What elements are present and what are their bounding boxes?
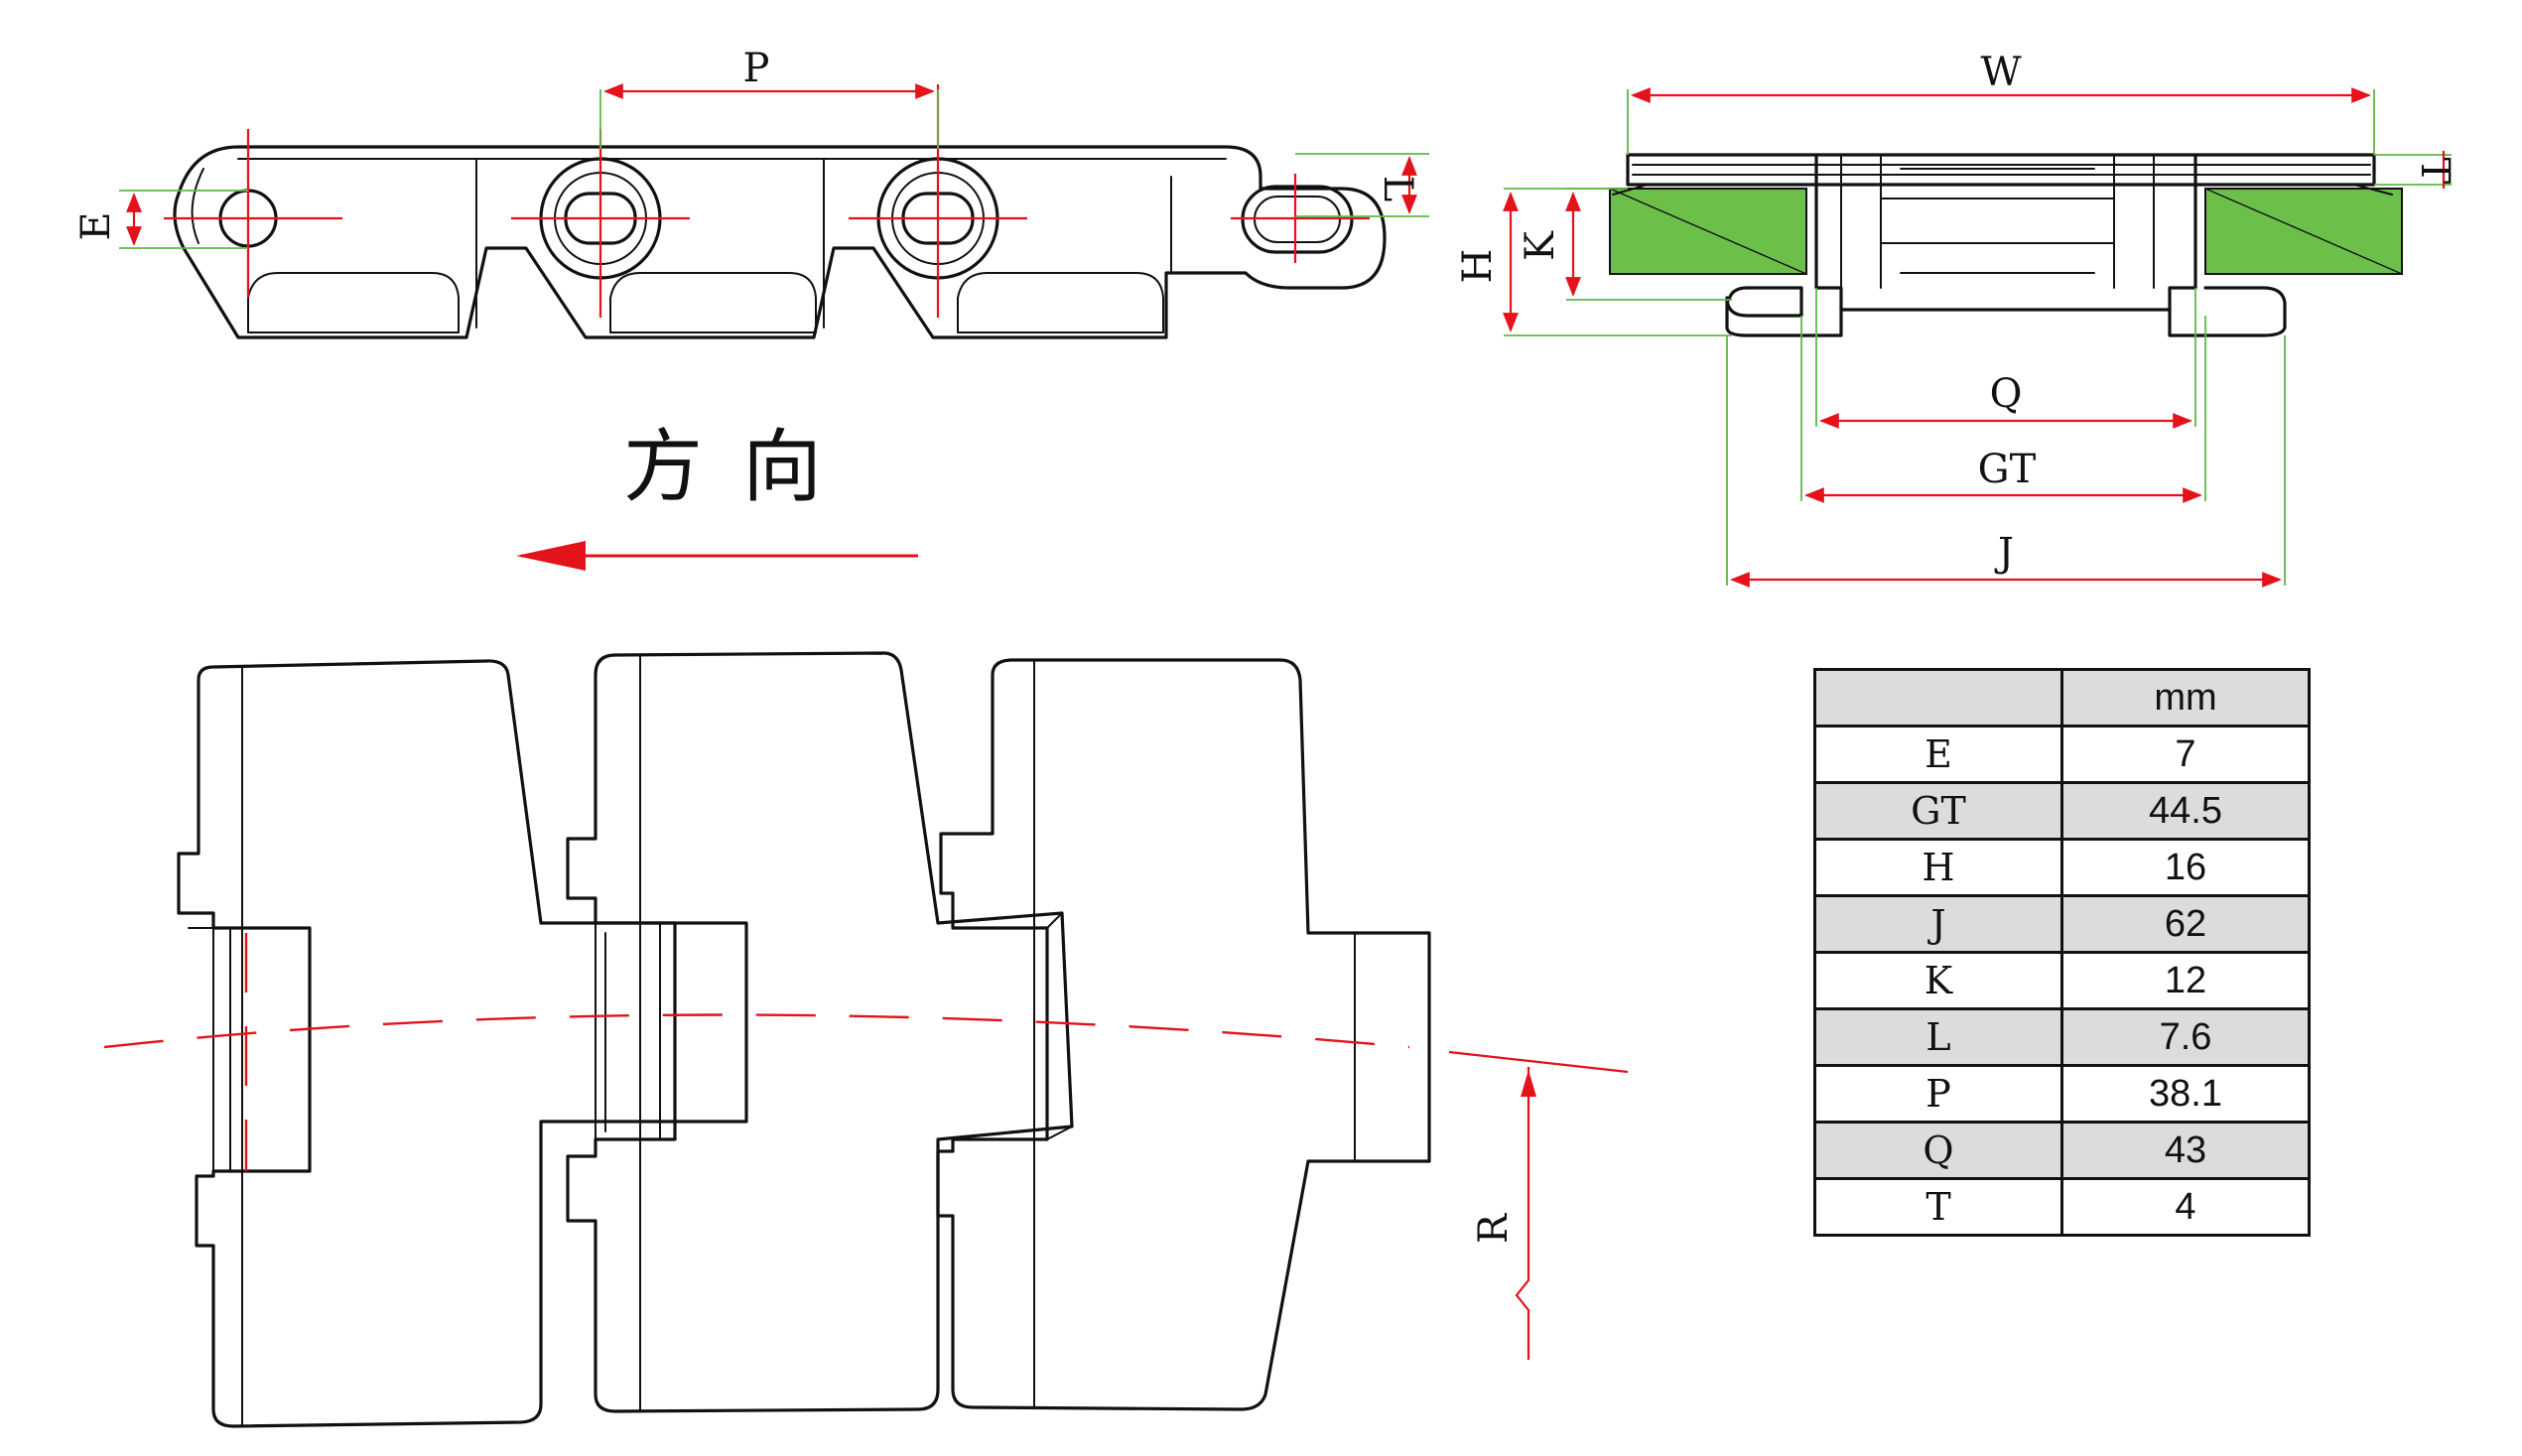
table-cell-key: P — [1813, 1064, 2063, 1124]
direction-label: 方向 — [623, 421, 862, 513]
dimension-label-r: R — [1471, 1212, 1517, 1244]
table-header-unit: mm — [2060, 668, 2311, 728]
table-cell-value: 16 — [2060, 838, 2311, 897]
table-row: T 4 — [1813, 1177, 2311, 1237]
table-cell-key: E — [1813, 725, 2063, 784]
table-cell-value: 62 — [2060, 894, 2311, 954]
table-row: P 38.1 — [1813, 1064, 2311, 1124]
dimension-label-q: Q — [1990, 371, 2023, 417]
table-cell-key: K — [1813, 951, 2063, 1010]
table-row: J 62 — [1813, 894, 2311, 954]
table-row: E 7 — [1813, 725, 2311, 784]
dimension-label-l: L — [1375, 176, 1420, 202]
table-cell-value: 12 — [2060, 951, 2311, 1010]
dimension-label-k: K — [1518, 230, 1563, 261]
table-row: Q 43 — [1813, 1121, 2311, 1180]
table-cell-value: 43 — [2060, 1121, 2311, 1180]
side-view-top-plate — [173, 145, 1387, 339]
dimension-label-gt: GT — [1978, 447, 2037, 492]
table-row: L 7.6 — [1813, 1007, 2311, 1067]
dimension-label-j: J — [1994, 530, 2014, 576]
direction-arrow-head — [516, 541, 586, 571]
table-cell-key: GT — [1813, 781, 2063, 841]
table-cell-key: H — [1813, 838, 2063, 897]
table-cell-value: 7.6 — [2060, 1007, 2311, 1067]
chain-link — [177, 659, 748, 1428]
dimension-label-h: H — [1455, 249, 1501, 284]
dimension-table: mm E 7 GT 44.5 H 16 J 62 K 12 L 7.6 P 38… — [1813, 668, 2311, 1237]
end-view-bottom-tab-left — [1725, 286, 1843, 337]
end-view-center-body — [1814, 153, 2197, 312]
dimension-label-p: P — [743, 46, 770, 91]
table-cell-value: 44.5 — [2060, 781, 2311, 841]
table-row: K 12 — [1813, 951, 2311, 1010]
side-view-bottom-tab — [247, 272, 460, 333]
table-cell-value: 38.1 — [2060, 1064, 2311, 1124]
table-cell-key: T — [1813, 1177, 2063, 1237]
pin-centerline — [103, 1013, 1410, 1049]
top-view: R — [103, 651, 1629, 1428]
dimension-label-t: T — [2412, 158, 2457, 185]
dimension-label-w: W — [1980, 50, 2021, 95]
end-view-bottom-tab-right — [2168, 286, 2287, 337]
table-cell-key: J — [1813, 894, 2063, 954]
dimension-label-e: E — [73, 211, 119, 240]
table-cell-value: 7 — [2060, 725, 2311, 784]
table-row: GT 44.5 — [1813, 781, 2311, 841]
side-view-bottom-tab — [609, 272, 817, 333]
table-row: H 16 — [1813, 838, 2311, 897]
table-cell-value: 4 — [2060, 1177, 2311, 1237]
end-view: W T H K Q GT J — [1455, 50, 2457, 588]
chain-link — [566, 651, 1074, 1413]
table-header-row: mm — [1813, 668, 2311, 728]
side-view-bottom-tab — [957, 272, 1164, 333]
table-cell-key: Q — [1813, 1121, 2063, 1180]
table-cell-key: L — [1813, 1007, 2063, 1067]
table-header-empty — [1813, 668, 2063, 728]
side-view: P E L — [73, 46, 1429, 339]
radius-leader — [1515, 1067, 1530, 1360]
chain-link — [936, 658, 1431, 1411]
end-view-top-plate — [1626, 153, 2376, 187]
